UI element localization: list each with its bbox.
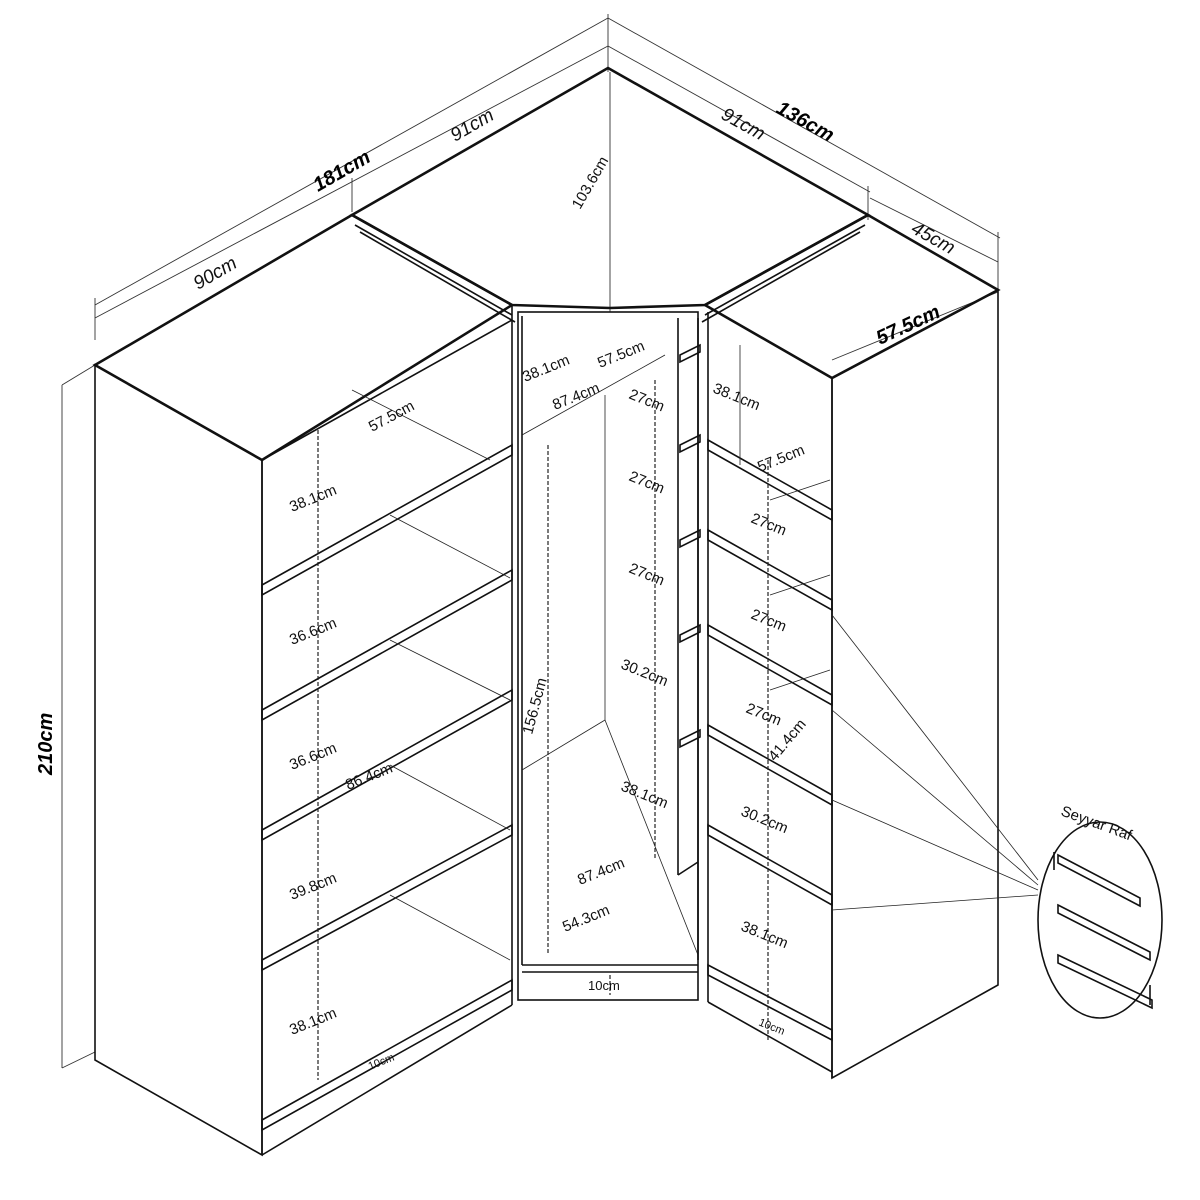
- label-left-shelf-width: 86.4cm: [343, 760, 395, 794]
- label-corner-side-shelf-1: 27cm: [627, 386, 667, 416]
- label-corner-side-shelf-5: 38.1cm: [619, 778, 671, 812]
- label-right-depth-inner: 57.5cm: [755, 442, 807, 476]
- left-module-labels: 57.5cm 38.1cm 36.6cm 36.6cm 86.4cm 39.8c…: [287, 397, 417, 1072]
- label-overall-height: 210cm: [35, 713, 57, 776]
- label-corner-top-depth: 57.5cm: [595, 338, 647, 372]
- label-right-shelf-2: 27cm: [749, 510, 789, 540]
- label-left-depth: 57.5cm: [366, 397, 417, 435]
- label-left-shelf-3: 36.6cm: [287, 740, 339, 774]
- label-right-shelf-6: 38.1cm: [739, 918, 791, 952]
- label-corner-top-gap: 38.1cm: [520, 352, 572, 386]
- right-module: [702, 213, 1001, 1080]
- label-corner-left-width: 91cm: [447, 105, 498, 146]
- label-corner-side-shelf-4: 30.2cm: [619, 656, 671, 690]
- overall-dimension-lines: [61, 14, 1001, 1069]
- label-right-shelf-3: 27cm: [749, 606, 789, 636]
- label-right-shelf-4: 27cm: [744, 700, 784, 730]
- label-corner-bottom-width: 87.4cm: [575, 855, 627, 889]
- label-left-module-width: 90cm: [190, 253, 241, 294]
- corner-module-labels: 38.1cm 57.5cm 87.4cm 156.5cm 27cm 27cm 2…: [519, 338, 670, 993]
- label-left-shelf-5: 38.1cm: [287, 1005, 339, 1039]
- seyyar-raf-callout: Seyyar Raf: [831, 614, 1163, 1019]
- label-corner-right-width: 91cm: [718, 104, 769, 145]
- label-right-plinth: 10cm: [757, 1017, 786, 1038]
- label-right-shelf-1: 38.1cm: [711, 380, 763, 414]
- label-corner-rail-width: 87.4cm: [550, 380, 602, 414]
- label-corner-hanging-height: 156.5cm: [519, 676, 550, 736]
- label-right-depth: 57.5cm: [873, 301, 944, 350]
- label-corner-side-shelf-2: 27cm: [627, 468, 667, 498]
- label-left-plinth: 10cm: [367, 1052, 396, 1073]
- label-overall-left-width: 181cm: [310, 146, 375, 196]
- label-corner-depth: 103.6cm: [569, 154, 612, 212]
- label-corner-bottom-depth: 54.3cm: [560, 902, 612, 936]
- label-corner-plinth: 10cm: [588, 978, 620, 993]
- label-left-shelf-2: 36.6cm: [287, 615, 339, 649]
- left-module: [92, 213, 515, 1157]
- overall-labels: 181cm 136cm 210cm 90cm 91cm 91cm 45cm 57…: [35, 97, 958, 776]
- label-corner-side-shelf-3: 27cm: [627, 560, 667, 590]
- label-left-shelf-1: 38.1cm: [287, 482, 339, 516]
- label-overall-right-width: 136cm: [773, 97, 838, 146]
- label-left-shelf-4: 39.8cm: [287, 870, 339, 904]
- callout-label: Seyyar Raf: [1059, 803, 1135, 845]
- label-right-shelf-5: 30.2cm: [739, 803, 791, 837]
